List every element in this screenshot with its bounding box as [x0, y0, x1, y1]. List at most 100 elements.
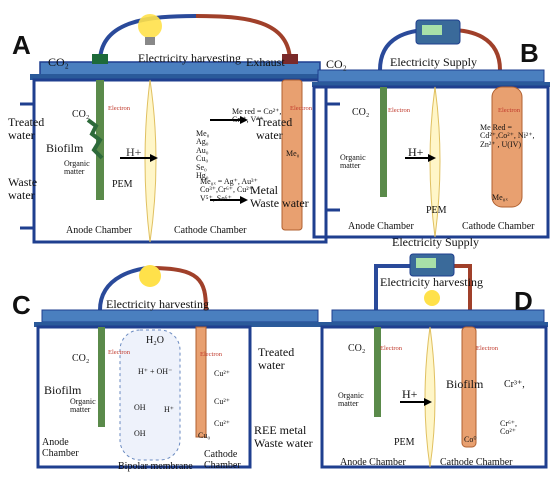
biofilm-label: Biofilm — [46, 141, 84, 155]
wire-right-c — [149, 266, 208, 311]
terminal-left — [92, 54, 108, 64]
organic-matter-label: Organic matter — [64, 159, 90, 177]
electron-cathode-b: Electron — [498, 107, 521, 114]
lid-b — [317, 69, 545, 83]
wire-left-d — [374, 264, 414, 310]
cathode-chamber-d: Cathode Chamber — [440, 457, 513, 468]
cu-label-3: Cu²⁺ — [214, 419, 230, 428]
crco-label-d: Cr⁶⁺, Co²⁺ — [500, 419, 518, 437]
electricity-harvesting-c: Electricity harvesting — [106, 297, 209, 311]
electron-anode-b: Electron — [388, 107, 411, 114]
co2-in-label: CO₂ — [72, 109, 90, 120]
terminal-right — [282, 54, 298, 64]
me-red-label: Me red = Co²⁺, Cr³⁺, V⁴⁺ — [232, 107, 282, 125]
pem-label: PEM — [112, 179, 133, 190]
cu-label-2: Cu²⁺ — [214, 397, 230, 406]
me-ox-label: Me₀ₓ = Ag⁺, Au³⁺ Co³⁺,Cr⁶⁺, Cu²⁺, V⁵⁺, S… — [200, 177, 258, 203]
lid-rim-b — [312, 82, 550, 87]
cr-label-d: Cr³⁺, — [504, 379, 525, 390]
treated-water-right: Treated water — [256, 115, 293, 142]
cathode-chamber-c: Cathode Chamber — [204, 449, 241, 471]
lid — [39, 61, 321, 77]
anode-chamber-d: Anode Chamber — [340, 457, 406, 468]
waste-water-label: Waste water — [8, 175, 38, 202]
anode-chamber-label: Anode Chamber — [66, 225, 132, 236]
electricity-harvesting-d: Electricity harvesting — [380, 275, 483, 289]
waste-arrowhead — [240, 196, 248, 204]
oh-label-2: OH — [134, 429, 146, 438]
anode-rod — [96, 80, 104, 200]
panel-letter-c: C — [12, 290, 31, 320]
electron-cathode-label: Electron — [290, 105, 313, 112]
tank-d — [320, 325, 548, 469]
pem-membrane-d — [424, 326, 436, 468]
bulb-icon — [138, 14, 162, 38]
pem-label-b: PEM — [426, 205, 447, 216]
power-display — [422, 25, 442, 35]
power-supply-icon — [415, 19, 461, 45]
co2-out-b: CO₂ — [326, 57, 347, 71]
hplus-d: H+ — [402, 387, 418, 401]
power-display-d — [416, 258, 436, 268]
cu0-label: Cu₀ — [198, 431, 211, 440]
wire-right-d — [454, 264, 472, 310]
wire-left-c — [98, 266, 151, 311]
electricity-supply-d: Electricity Supply — [392, 235, 479, 249]
hplus-b: H+ — [408, 145, 424, 159]
panel-letter-d: D — [514, 286, 533, 316]
treated-water-left: Treated water — [8, 115, 45, 142]
hplus-arrowhead-b — [428, 154, 436, 162]
cathode-chamber-b: Cathode Chamber — [462, 221, 535, 232]
bipolar-membrane-label: Bipolar membrane — [118, 461, 193, 472]
cathode-rod-d — [461, 326, 477, 448]
co-rod-d: Co⁰ — [464, 435, 477, 444]
lid-rim-d — [320, 322, 548, 327]
panel-letter-a: A — [12, 30, 31, 60]
wire-right-b — [449, 28, 502, 71]
co2-out-label: CO₂ — [48, 55, 69, 69]
co2-in-c: CO₂ — [72, 353, 90, 364]
hplus-arrowhead-d — [424, 398, 432, 406]
h2o-label: H₂O — [146, 335, 164, 346]
anode-rod-c — [98, 327, 105, 427]
organic-matter-d: Organic matter — [338, 391, 364, 409]
cathode-rod-c — [195, 326, 207, 438]
biofilm-d: Biofilm — [446, 377, 484, 391]
wire-left-b — [378, 28, 431, 71]
bulb-base — [145, 37, 155, 45]
exhaust-label: Exhaust — [246, 55, 285, 69]
anode-chamber-c: Anode Chamber — [42, 437, 79, 459]
me-rod-label: Me₀ — [286, 149, 300, 158]
lid-rim — [30, 74, 330, 80]
wire-left — [98, 14, 197, 63]
cathode-rod-b — [491, 86, 523, 208]
ree-waste-water-label: REE metal Waste water — [254, 423, 313, 450]
pem-label-d: PEM — [394, 437, 415, 448]
anode-rod-d — [374, 327, 381, 417]
treated-water-c: Treated water — [258, 345, 295, 372]
anode-rod-b — [380, 87, 387, 197]
pem-membrane-b — [429, 86, 441, 238]
electron-anode-d: Electron — [380, 345, 403, 352]
lid-c — [41, 309, 319, 323]
tank-c — [36, 325, 252, 469]
anode-chamber-b: Anode Chamber — [348, 221, 414, 232]
hplus-label: H+ — [126, 145, 142, 159]
hplus-arrowhead — [150, 154, 158, 162]
organic-matter-b: Organic matter — [340, 153, 366, 171]
electron-cathode-c: Electron — [200, 351, 223, 358]
wire-right — [195, 14, 292, 63]
pem-membrane — [144, 79, 157, 243]
biofilm-shape — [86, 118, 104, 160]
electron-anode-c: Electron — [108, 349, 131, 356]
panel-letter-b: B — [520, 38, 539, 68]
electron-anode-label: Electron — [108, 105, 131, 112]
power-supply-icon-d — [409, 253, 455, 277]
electricity-supply-label-b: Electricity Supply — [390, 55, 477, 69]
metal-waste-water-label: Metal Waste water — [250, 183, 309, 210]
